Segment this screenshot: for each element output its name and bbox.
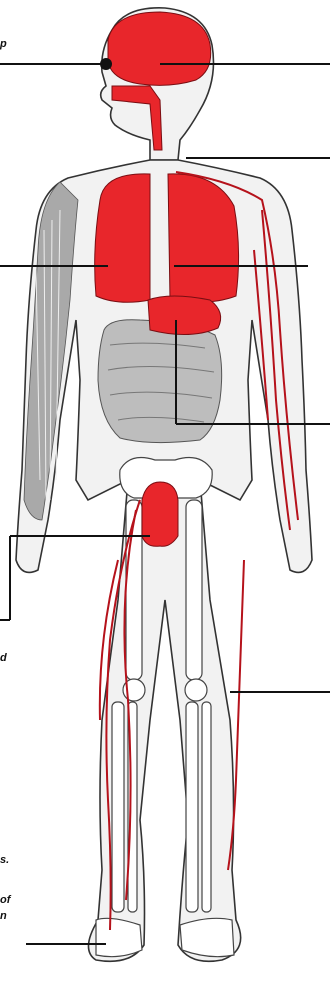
label-fragment-mid: d [0, 652, 7, 665]
label-fragment-top: p [0, 38, 7, 51]
brain [108, 12, 211, 85]
label-fragment-low: s. [0, 854, 9, 867]
label-fragment-n: n [0, 910, 7, 923]
leader-dot [100, 58, 112, 70]
label-fragment-of: of [0, 894, 10, 907]
stomach [148, 296, 221, 335]
lung-left [95, 174, 150, 302]
